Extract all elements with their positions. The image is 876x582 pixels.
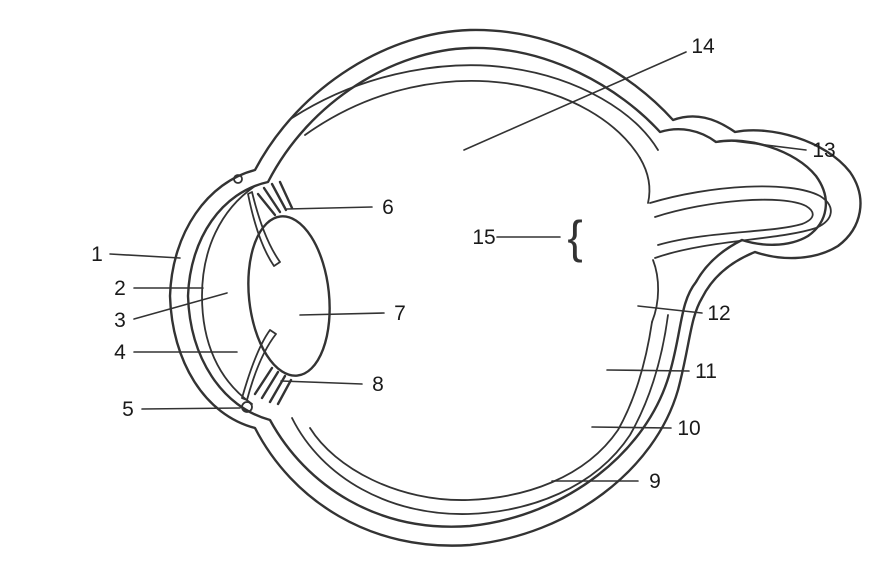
retina-line-upper bbox=[304, 80, 641, 159]
leader-line-7 bbox=[299, 312, 385, 316]
leader-line-12 bbox=[637, 305, 703, 314]
leader-line-10 bbox=[591, 426, 672, 429]
label-14: 14 bbox=[691, 35, 715, 58]
label-2: 2 bbox=[114, 277, 126, 300]
leader-lines bbox=[109, 51, 807, 482]
zonule-fibers-upper bbox=[256, 180, 294, 217]
leader-line-5 bbox=[141, 407, 241, 410]
label-9: 9 bbox=[649, 470, 661, 493]
label-8: 8 bbox=[372, 373, 384, 396]
label-7: 7 bbox=[394, 302, 406, 325]
label-5: 5 bbox=[122, 398, 134, 421]
iris-lower bbox=[241, 329, 277, 401]
leader-line-13 bbox=[732, 140, 807, 151]
leader-line-3 bbox=[133, 292, 228, 320]
leader-line-14 bbox=[463, 51, 687, 151]
choroid-line-lower bbox=[291, 314, 669, 515]
leader-line-8 bbox=[280, 380, 363, 385]
cornea-inner-line bbox=[201, 185, 256, 405]
label-11: 11 bbox=[695, 360, 717, 383]
retina-line-lower bbox=[309, 321, 653, 501]
label-13: 13 bbox=[812, 139, 835, 162]
optic-disc-lower-junction bbox=[651, 259, 659, 323]
optic-disc-upper-junction bbox=[639, 157, 651, 204]
canal-circle-upper bbox=[233, 174, 243, 184]
label-10: 10 bbox=[677, 417, 700, 440]
canal-circle-lower bbox=[241, 401, 253, 413]
label-6: 6 bbox=[382, 196, 394, 219]
leader-line-11 bbox=[606, 369, 690, 372]
sclera-outer-outline bbox=[168, 28, 862, 547]
number-labels: 1 2 3 4 5 6 7 8 9 10 11 12 13 14 15 { bbox=[91, 35, 836, 493]
optic-nerve-fold-inner bbox=[654, 198, 814, 246]
label-4: 4 bbox=[114, 341, 126, 364]
eye-artwork bbox=[168, 28, 862, 547]
label-15-brace: { bbox=[567, 211, 582, 263]
sclera-inner-outline bbox=[186, 46, 828, 528]
label-12: 12 bbox=[707, 302, 730, 325]
leader-line-6 bbox=[286, 206, 373, 210]
choroid-line-upper bbox=[291, 64, 659, 151]
label-3: 3 bbox=[114, 309, 126, 332]
iris-upper bbox=[247, 191, 281, 267]
lens bbox=[247, 215, 331, 377]
optic-nerve-fold-outer bbox=[649, 185, 832, 259]
label-1: 1 bbox=[91, 243, 103, 266]
label-15: 15 bbox=[472, 226, 495, 249]
leader-line-1 bbox=[109, 253, 181, 259]
